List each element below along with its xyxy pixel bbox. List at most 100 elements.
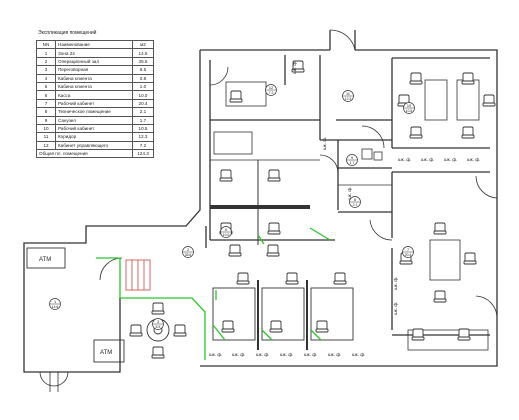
chair	[291, 60, 305, 73]
atm-label-bottom: ATM	[100, 350, 112, 356]
room-tag: 91.7	[346, 154, 358, 166]
chair	[267, 222, 281, 235]
cabinet-label: шк. ф.	[322, 137, 327, 150]
partition	[210, 205, 310, 209]
cabinet-label: шк. ф.	[393, 277, 398, 290]
cabinet-label: шк. ф.	[292, 61, 297, 74]
door-arc	[319, 154, 339, 173]
chair	[411, 328, 425, 341]
room-area: 12.3	[345, 97, 352, 101]
cabinet-label: шк. ф.	[393, 302, 398, 315]
chair	[315, 320, 329, 333]
chair	[482, 94, 496, 107]
chair	[433, 290, 447, 303]
column-hatch	[131, 260, 145, 290]
room-area: 7.2	[269, 91, 274, 95]
washbasin	[361, 148, 373, 160]
room-area: 10.5	[406, 109, 413, 113]
chair	[151, 302, 165, 315]
entrance-line	[49, 372, 59, 392]
room-tag: 38.5	[152, 318, 164, 330]
glass-partition	[257, 234, 265, 245]
chair	[219, 169, 233, 182]
cabinet-label: шк. ф.	[352, 352, 365, 357]
chair	[461, 72, 475, 85]
outer-wall	[23, 50, 201, 373]
chair	[266, 244, 280, 257]
chair	[285, 272, 299, 285]
washbasin	[373, 151, 383, 161]
atm-box	[93, 339, 125, 363]
room-tag: 610.0	[220, 226, 232, 238]
room-tag: 127.2	[265, 84, 277, 96]
desk	[456, 79, 480, 121]
room-area: 1.7	[350, 161, 355, 165]
desk-divider	[257, 280, 308, 350]
chair	[267, 169, 281, 182]
atm-box	[26, 247, 66, 269]
chair	[221, 320, 235, 333]
desk	[429, 239, 461, 281]
chair	[463, 252, 477, 265]
chair	[269, 320, 283, 333]
desk	[212, 287, 256, 341]
outer-wall	[355, 49, 498, 367]
glass-partition	[96, 257, 121, 298]
door-arc	[39, 371, 69, 387]
chair	[229, 90, 243, 103]
glass-partition	[212, 324, 322, 341]
chair	[433, 222, 447, 235]
door-arc	[475, 295, 498, 319]
total-area: 124.3	[132, 149, 154, 159]
chair	[236, 272, 250, 285]
room-area: 8.5	[156, 325, 161, 329]
chair	[228, 244, 242, 257]
room-tag: 235.6	[182, 246, 194, 258]
atm-label-top: ATM	[39, 257, 51, 263]
cabinet-label: шк. ф.	[328, 352, 341, 357]
desk	[310, 287, 354, 341]
desk	[407, 329, 489, 351]
chair	[457, 328, 471, 341]
cabinet-label: шк. ф.	[304, 352, 317, 357]
cabinet-label: шк. ф.	[421, 157, 434, 162]
room-tag: 720.4	[402, 246, 414, 258]
room-number: 6	[225, 228, 227, 232]
room-area: 20.4	[405, 253, 412, 257]
room-tag: 82.1	[349, 196, 361, 208]
chair	[461, 126, 475, 139]
cabinet-label: шк. ф.	[347, 187, 352, 200]
room-area: 14.6	[52, 305, 59, 309]
chair	[129, 324, 143, 337]
door-arc	[369, 219, 393, 241]
room-number: 7	[407, 248, 409, 252]
door-arc	[475, 175, 498, 199]
room-area: 2.1	[353, 203, 358, 207]
room-area: 35.6	[185, 253, 192, 257]
explication-total-row: Общая пл. помещения 124.3	[36, 149, 154, 159]
door-arc	[329, 29, 356, 51]
door-arc	[361, 125, 385, 149]
room-number: 12	[269, 86, 273, 90]
chair	[409, 72, 423, 85]
room-area: 10.0	[223, 233, 230, 237]
explication-title: Экспликация помещений	[38, 30, 97, 36]
chair	[409, 126, 423, 139]
chair	[173, 324, 187, 337]
room-number: 10	[407, 104, 411, 108]
cabinet-label: шк. ф.	[280, 352, 293, 357]
desk	[213, 131, 253, 155]
chair	[333, 272, 347, 285]
desk	[424, 79, 448, 121]
cabinet-label: шк. ф.	[467, 157, 480, 162]
chair	[151, 346, 165, 359]
room-number: 2	[187, 248, 189, 252]
room-number: 8	[354, 198, 356, 202]
room-number: 3	[157, 320, 159, 324]
cabinet-label: шк. ф.	[232, 352, 245, 357]
cabinet-label: шк. ф.	[256, 352, 269, 357]
